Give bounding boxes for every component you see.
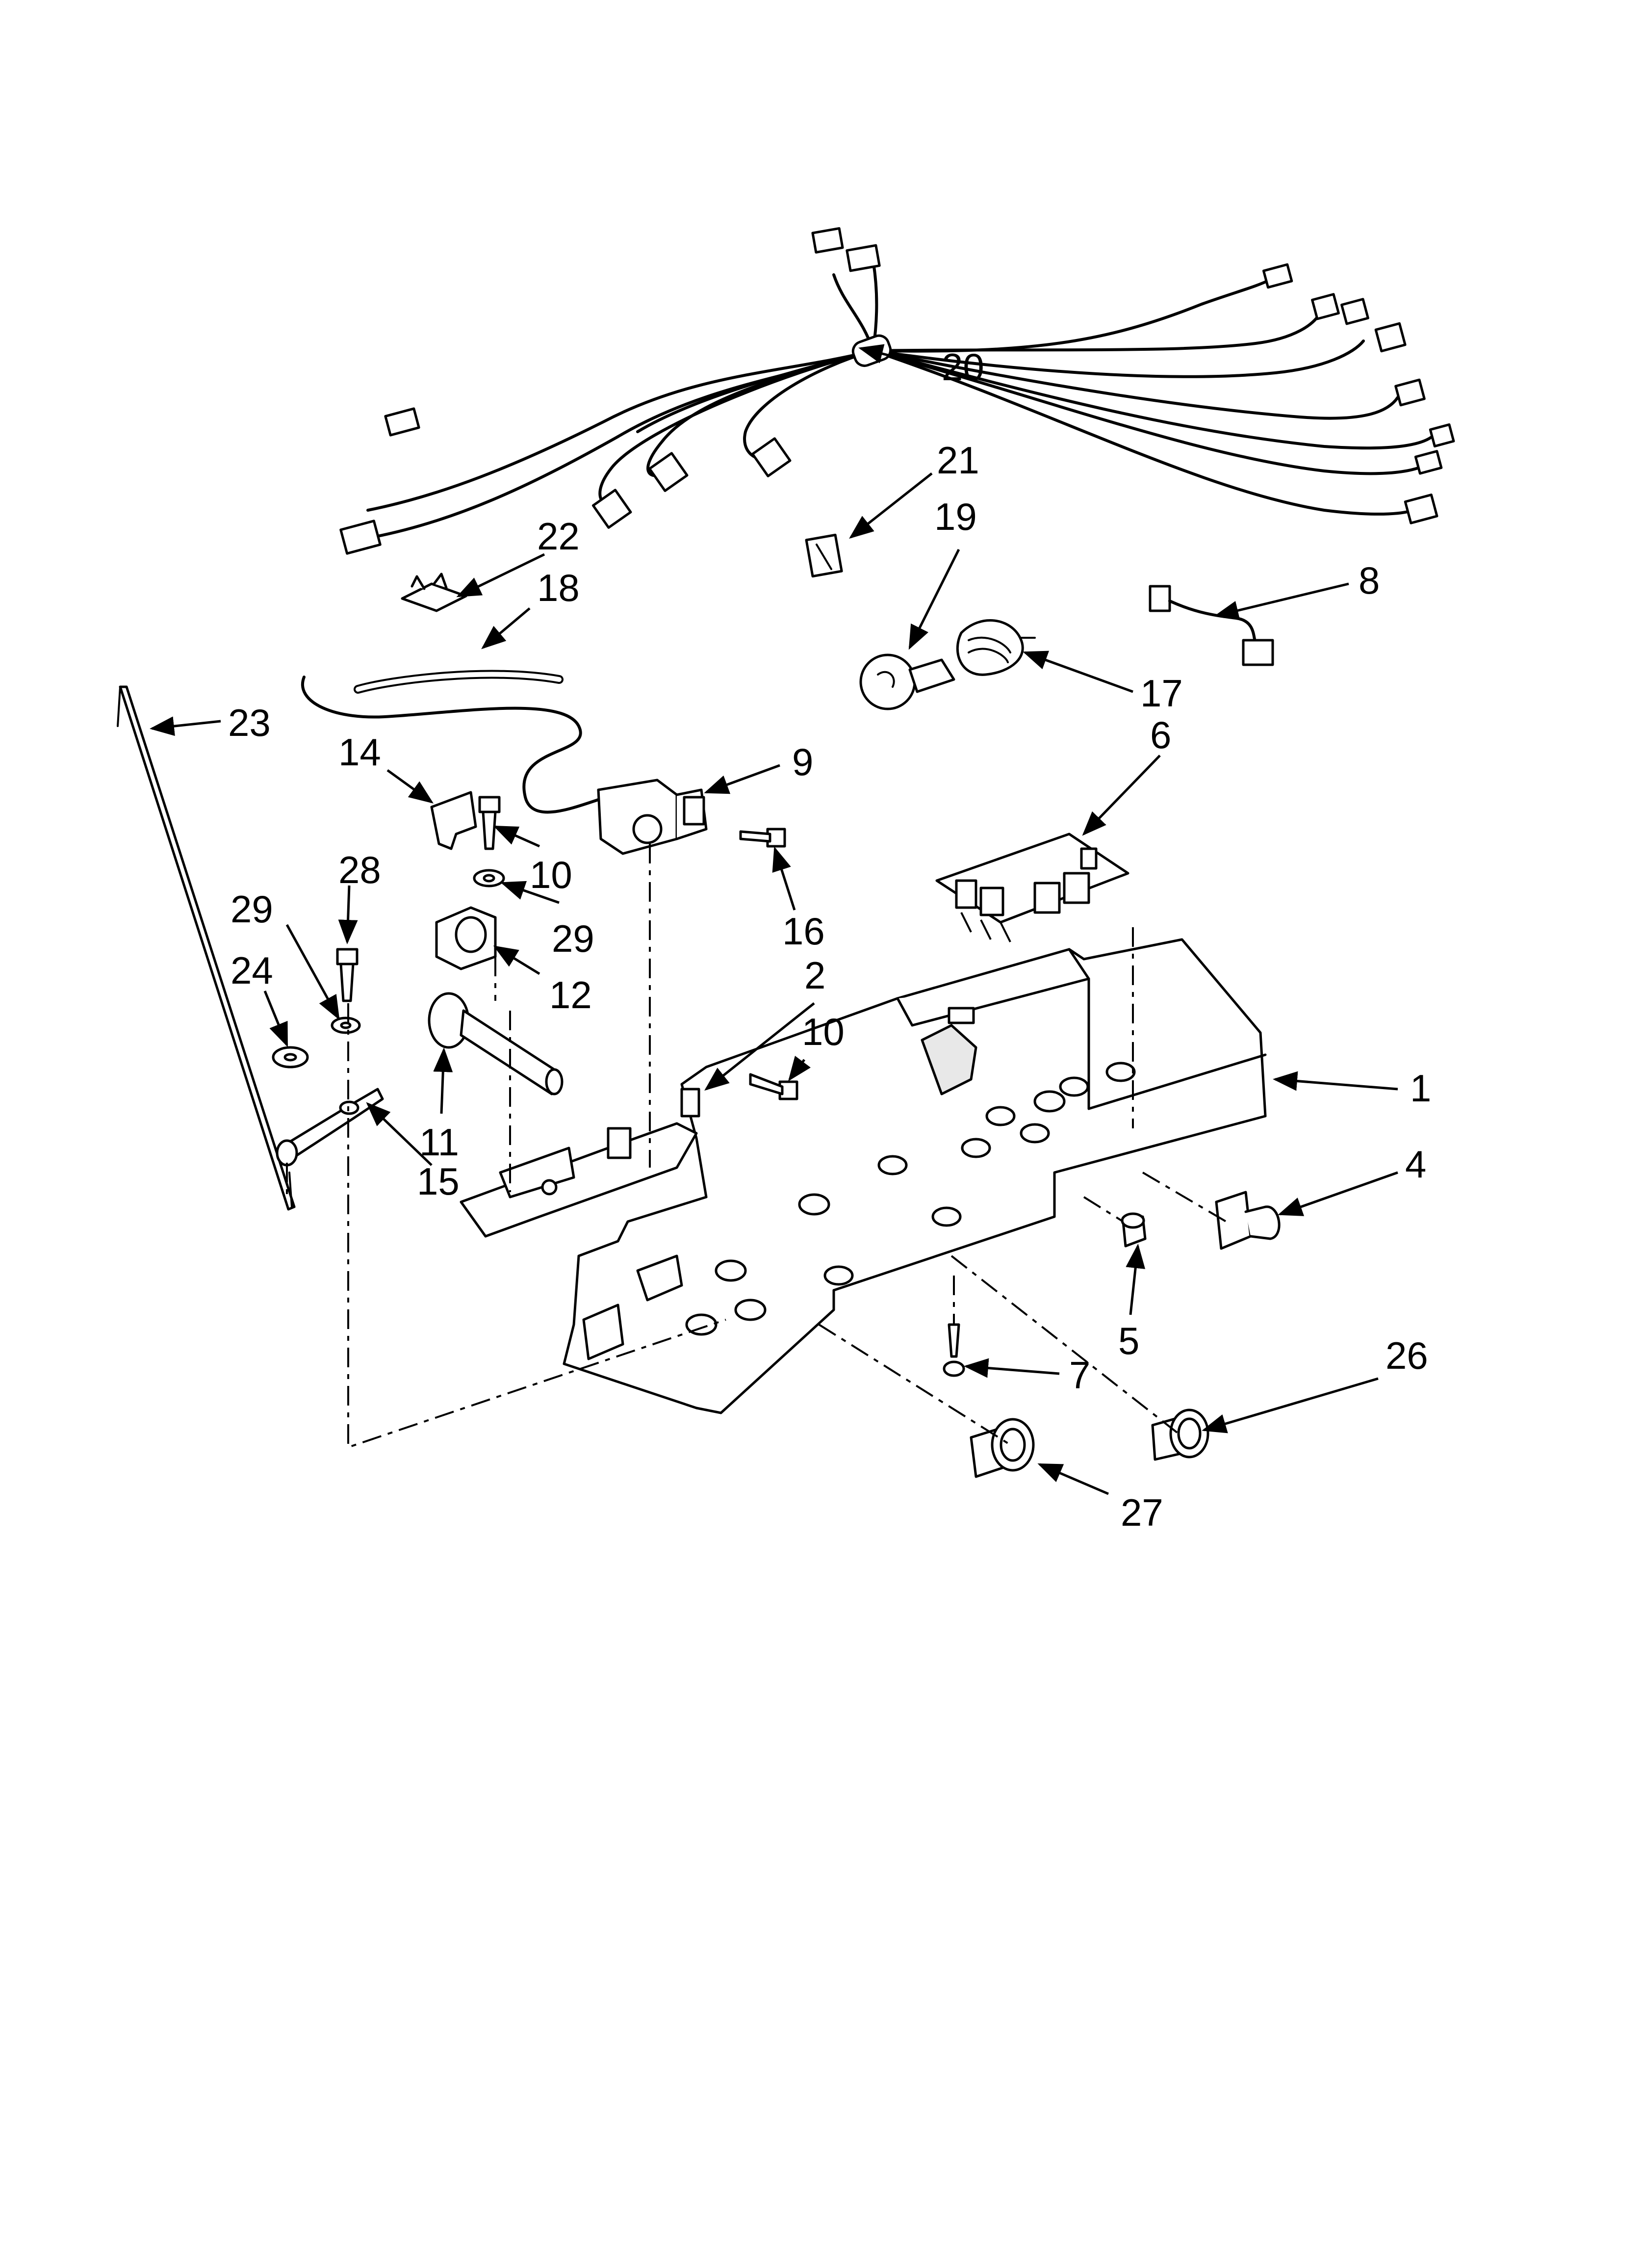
part-8-pigtail xyxy=(1149,585,1274,666)
part-26-knob xyxy=(1151,1408,1209,1461)
part-22-bracket xyxy=(401,573,467,612)
wire-harness xyxy=(339,227,1455,555)
part-27-knob xyxy=(970,1418,1035,1478)
part-23-rod xyxy=(117,685,296,1211)
part-2-bracket xyxy=(460,1088,700,1238)
callout-29b: 29 xyxy=(552,917,594,960)
callout-14: 14 xyxy=(338,730,381,774)
part-28-screw xyxy=(336,948,359,1002)
callout-5: 5 xyxy=(1118,1319,1139,1362)
callout-10b: 10 xyxy=(802,1010,845,1053)
part-16-screw xyxy=(739,828,786,848)
part-15-lever xyxy=(276,1088,384,1167)
leader-lines xyxy=(150,344,1398,1495)
part-7-screw xyxy=(943,1323,965,1377)
callout-15: 15 xyxy=(417,1160,460,1203)
callout-10a: 10 xyxy=(530,853,572,896)
callout-11: 11 xyxy=(419,1121,459,1164)
part-1-housing xyxy=(563,938,1267,1414)
assembly-lines xyxy=(286,844,1227,1449)
callout-18: 18 xyxy=(537,566,580,609)
callout-20: 20 xyxy=(942,345,984,389)
callout-1: 1 xyxy=(1410,1067,1431,1110)
callouts: 1 2 4 5 6 7 8 9 10 10 11 12 14 15 16 17 … xyxy=(228,345,1431,1534)
part-9-thermostat xyxy=(301,676,708,855)
part-19-bulb xyxy=(859,653,955,710)
part-6-control-board xyxy=(935,833,1129,942)
callout-9: 9 xyxy=(792,740,813,783)
callout-4: 4 xyxy=(1405,1143,1426,1186)
part-21-clip xyxy=(805,533,843,578)
part-18-tube xyxy=(354,670,564,694)
callout-23: 23 xyxy=(228,701,271,744)
callout-2: 2 xyxy=(804,954,825,997)
part-29-washer-a xyxy=(473,869,505,887)
callout-28: 28 xyxy=(338,848,381,891)
part-24-washer xyxy=(272,1046,309,1069)
callout-17: 17 xyxy=(1140,672,1183,715)
callout-21: 21 xyxy=(937,439,979,482)
callout-22: 22 xyxy=(537,515,580,558)
callout-29a: 29 xyxy=(231,887,273,931)
callout-8: 8 xyxy=(1359,559,1380,602)
callout-26: 26 xyxy=(1385,1334,1428,1377)
callout-24: 24 xyxy=(231,949,273,992)
callout-7: 7 xyxy=(1069,1354,1090,1397)
part-10-screw-b xyxy=(749,1073,798,1100)
part-5-button xyxy=(1121,1212,1147,1248)
part-11-shaft xyxy=(428,992,564,1095)
part-4-switch xyxy=(1215,1191,1281,1250)
part-29-washer-b xyxy=(331,1017,361,1034)
part-10-screw-a xyxy=(478,796,501,850)
callout-16: 16 xyxy=(782,910,825,953)
callout-12: 12 xyxy=(549,973,592,1017)
callout-27: 27 xyxy=(1121,1491,1163,1534)
part-14-clip xyxy=(430,791,477,850)
callout-19: 19 xyxy=(934,495,977,538)
part-17-socket xyxy=(956,619,1036,676)
part-12-bracket xyxy=(435,906,497,970)
callout-6: 6 xyxy=(1150,713,1171,756)
